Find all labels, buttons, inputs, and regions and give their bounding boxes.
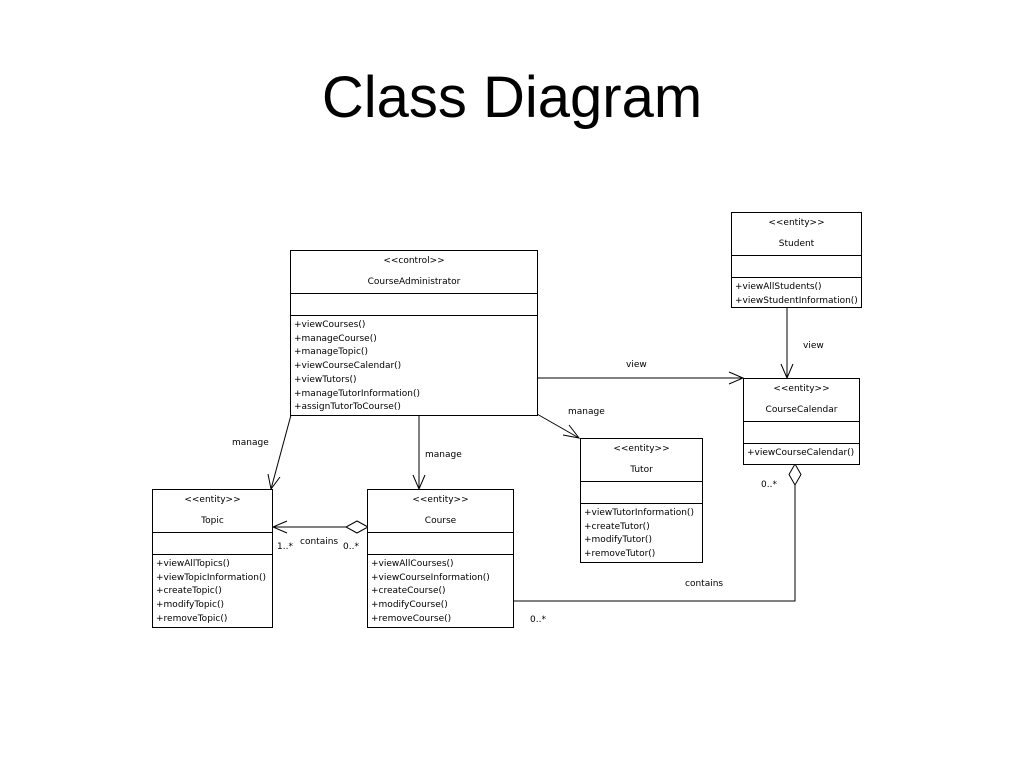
class-stereotype: <<entity>>	[184, 495, 241, 505]
class-name: CourseCalendar	[765, 405, 838, 415]
class-course-calendar[interactable]: <<entity>> CourseCalendar +viewCourseCal…	[743, 378, 860, 465]
class-stereotype: <<entity>>	[773, 384, 830, 394]
operation: +viewTopicInformation()	[156, 572, 267, 583]
operation: +removeTutor()	[584, 549, 656, 560]
operations-section: +viewCourseCalendar()	[744, 444, 859, 461]
operation: +manageTopic()	[294, 347, 368, 358]
label-admin-tutor-manage: manage	[568, 407, 605, 417]
aggregation-diamond-calendar	[788, 462, 802, 487]
operation: +viewCourses()	[294, 320, 366, 330]
operations-section: +viewAllStudents() +viewStudentInformati…	[732, 278, 861, 308]
attributes-section	[153, 533, 272, 555]
class-name: Tutor	[630, 465, 653, 475]
class-stereotype: <<entity>>	[613, 444, 670, 454]
operation: +manageTutorInformation()	[294, 388, 420, 399]
class-stereotype: <<control>>	[383, 256, 445, 266]
operation: +assignTutorToCourse()	[294, 402, 401, 413]
class-stereotype: <<entity>>	[412, 495, 469, 505]
class-header: <<entity>> CourseCalendar	[744, 379, 859, 422]
attributes-section	[732, 256, 861, 278]
operation: +removeTopic()	[156, 613, 228, 624]
association-admin-topic	[270, 414, 292, 490]
operation: +modifyTutor()	[584, 535, 652, 546]
class-name: Course	[424, 516, 457, 526]
class-header: <<entity>> Topic	[153, 490, 272, 533]
operation: +viewAllTopics()	[156, 559, 230, 569]
class-tutor[interactable]: <<entity>> Tutor +viewTutorInformation()…	[580, 438, 703, 563]
class-header: <<entity>> Student	[732, 213, 861, 256]
label-student-calendar-view: view	[803, 341, 824, 351]
operation: +viewAllStudents()	[735, 282, 822, 292]
operation: +createTopic()	[156, 586, 222, 597]
arrowhead-course-topic	[271, 520, 288, 534]
class-student[interactable]: <<entity>> Student +viewAllStudents() +v…	[731, 212, 862, 308]
class-name: CourseAdministrator	[367, 277, 461, 287]
label-course-topic-multiplicity: 0..*	[343, 542, 359, 552]
operation: +modifyTopic()	[156, 600, 225, 611]
operation: +createCourse()	[371, 586, 446, 597]
operations-section: +viewCourses() +manageCourse() +manageTo…	[291, 316, 537, 415]
arrowhead-admin-tutor	[562, 424, 581, 439]
aggregation-diamond-course	[344, 520, 370, 534]
label-topic-multiplicity: 1..*	[277, 542, 293, 552]
attributes-section	[368, 533, 513, 555]
class-name: Topic	[201, 516, 224, 526]
aggregation-calendar-course	[514, 485, 796, 602]
operation: +removeCourse()	[371, 613, 452, 624]
attributes-section	[291, 294, 537, 316]
label-course-calendar-multiplicity: 0..*	[530, 615, 546, 625]
attributes-section	[744, 422, 859, 444]
operations-section: +viewAllCourses() +viewCourseInformation…	[368, 555, 513, 627]
class-header: <<entity>> Tutor	[581, 439, 702, 482]
operation: +viewCourseCalendar()	[294, 361, 402, 372]
class-header: <<entity>> Course	[368, 490, 513, 533]
label-admin-course-manage: manage	[425, 450, 462, 460]
operations-section: +viewTutorInformation() +createTutor() +…	[581, 504, 702, 562]
operations-section: +viewAllTopics() +viewTopicInformation()…	[153, 555, 272, 627]
operation: +viewCourseInformation()	[371, 572, 490, 583]
operation: +viewTutorInformation()	[584, 508, 694, 518]
label-admin-calendar-view: view	[626, 360, 647, 370]
operation: +viewTutors()	[294, 374, 357, 385]
association-admin-tutor	[536, 413, 580, 439]
class-name: Student	[778, 239, 815, 249]
class-course-administrator[interactable]: <<control>> CourseAdministrator +viewCou…	[290, 250, 538, 416]
class-topic[interactable]: <<entity>> Topic +viewAllTopics() +viewT…	[152, 489, 273, 628]
class-stereotype: <<entity>>	[768, 218, 825, 228]
label-calendar-course-contains: contains	[685, 579, 724, 589]
class-course[interactable]: <<entity>> Course +viewAllCourses() +vie…	[367, 489, 514, 628]
operation: +manageCourse()	[294, 333, 377, 344]
operation: +modifyCourse()	[371, 600, 448, 611]
class-header: <<control>> CourseAdministrator	[291, 251, 537, 294]
label-calendar-multiplicity: 0..*	[761, 480, 777, 490]
label-admin-topic-manage: manage	[232, 438, 269, 448]
operation: +viewCourseCalendar()	[747, 448, 855, 458]
operation: +createTutor()	[584, 521, 650, 532]
operation: +viewAllCourses()	[371, 559, 454, 569]
label-course-topic-contains: contains	[300, 537, 339, 547]
operation: +viewStudentInformation()	[735, 295, 858, 306]
attributes-section	[581, 482, 702, 504]
page-title: Class Diagram	[321, 65, 703, 130]
